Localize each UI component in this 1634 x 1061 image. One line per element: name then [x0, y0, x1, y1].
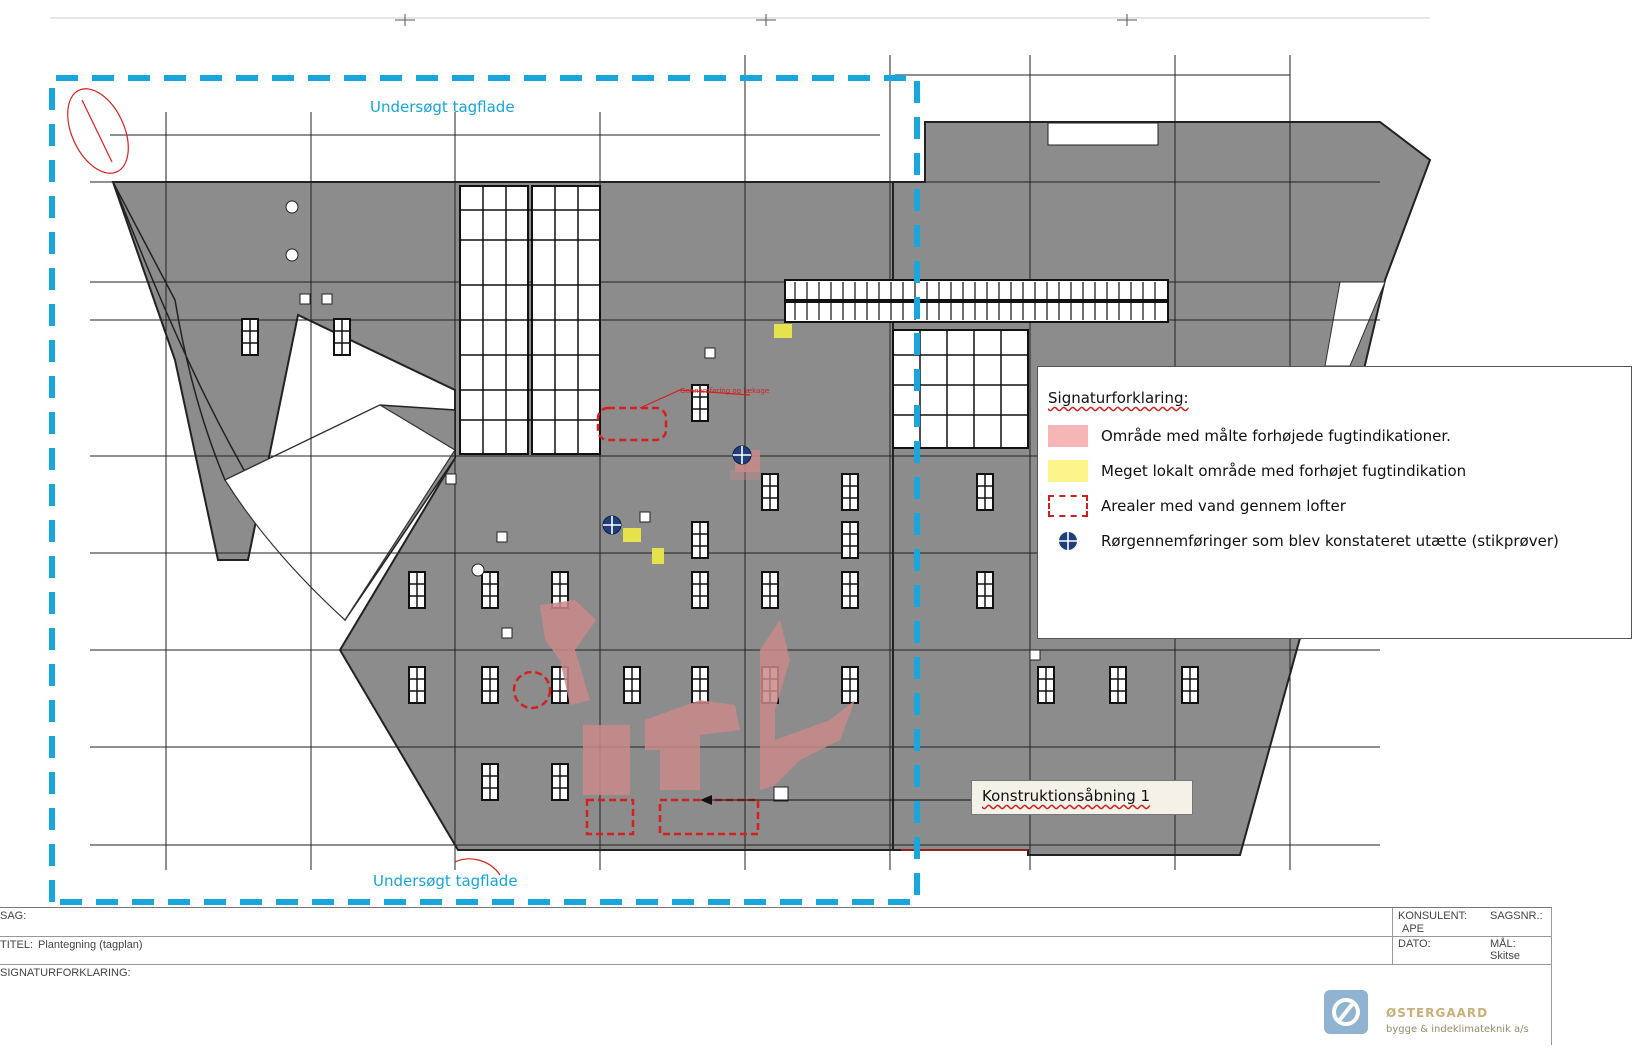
skylight-window: [481, 571, 499, 609]
skylight-window: [976, 473, 994, 511]
skylight-window: [1181, 666, 1199, 704]
surveyed-roof-label-top: Undersøgt tagflade: [370, 98, 515, 116]
legend-box: Signaturforklaring: Område med målte for…: [1037, 366, 1632, 639]
sag-label: SAG:: [0, 910, 27, 922]
sagsnr-label: SAGSNR.:: [1490, 910, 1543, 922]
surveyed-roof-label-bottom: Undersøgt tagflade: [373, 872, 518, 890]
dato-label: DATO:: [1398, 938, 1431, 950]
skylight-window: [481, 666, 499, 704]
skylight-window: [551, 763, 569, 801]
skylight-window: [551, 571, 569, 609]
drain-note: Gennemføring og lækage: [680, 387, 770, 395]
skylight-window: [841, 571, 859, 609]
legend-swatch-yellow: [1048, 460, 1088, 482]
survey-boundary: [49, 75, 920, 905]
legend-text: Arealer med vand gennem lofter: [1101, 497, 1346, 515]
skylight-window: [481, 763, 499, 801]
legend-item-leak: Arealer med vand gennem lofter: [1048, 494, 1346, 518]
skylight-window: [841, 521, 859, 559]
logo-subtitle: bygge & indeklimateknik a/s: [1386, 1024, 1529, 1035]
titel-label: TITEL:: [0, 939, 34, 951]
leak-areas: [512, 406, 760, 836]
title-block: SAG: TITEL: Plantegning (tagplan) SIGNAT…: [0, 907, 1552, 1045]
legend-text: Meget lokalt område med forhøjet fugtind…: [1101, 462, 1467, 480]
maal-value: Skitse: [1490, 950, 1520, 962]
legend-text: Område med målte forhøjede fugtindikatio…: [1101, 427, 1451, 445]
skylight-window: [1109, 666, 1127, 704]
legend-title: Signaturforklaring:: [1048, 389, 1189, 407]
construction-opening-callout: Konstruktionsåbning 1: [971, 780, 1193, 815]
company-logo: ØSTERGAARD bygge & indeklimateknik a/s: [1320, 988, 1560, 1043]
skylight-window: [333, 318, 351, 356]
skylight-window: [241, 318, 259, 356]
skylight-window: [976, 571, 994, 609]
skylight-window: [841, 666, 859, 704]
legend-swatch-pink: [1048, 425, 1088, 447]
legend-item-moisture: Område med målte forhøjede fugtindikatio…: [1048, 424, 1451, 448]
skylight-window: [691, 666, 709, 704]
logo-name: ØSTERGAARD: [1386, 1006, 1489, 1020]
legend-item-local-moisture: Meget lokalt område med forhøjet fugtind…: [1048, 459, 1466, 483]
pipe-penetration-icon: [1048, 530, 1088, 552]
legend-item-pipe: Rørgennemføringer som blev konstateret u…: [1048, 529, 1559, 553]
skylight-window: [841, 473, 859, 511]
skylight-window: [761, 571, 779, 609]
legend-swatch-dashed: [1048, 495, 1088, 517]
signatur-label: SIGNATURFORKLARING:: [0, 967, 131, 979]
maal-label: MÅL:: [1490, 938, 1516, 950]
skylight-window: [408, 666, 426, 704]
skylight-window: [1037, 666, 1055, 704]
skylight-window: [623, 666, 641, 704]
logo-mark-icon: [1324, 990, 1368, 1034]
titel-value: Plantegning (tagplan): [38, 939, 143, 951]
legend-text: Rørgennemføringer som blev konstateret u…: [1101, 532, 1559, 550]
local-moisture: [623, 324, 792, 564]
skylight-window: [691, 571, 709, 609]
skylight-window: [408, 571, 426, 609]
skylight-window: [691, 521, 709, 559]
skylight-window: [761, 473, 779, 511]
konsulent-value: APE: [1402, 923, 1425, 935]
konsulent-label: KONSULENT:: [1398, 910, 1468, 922]
